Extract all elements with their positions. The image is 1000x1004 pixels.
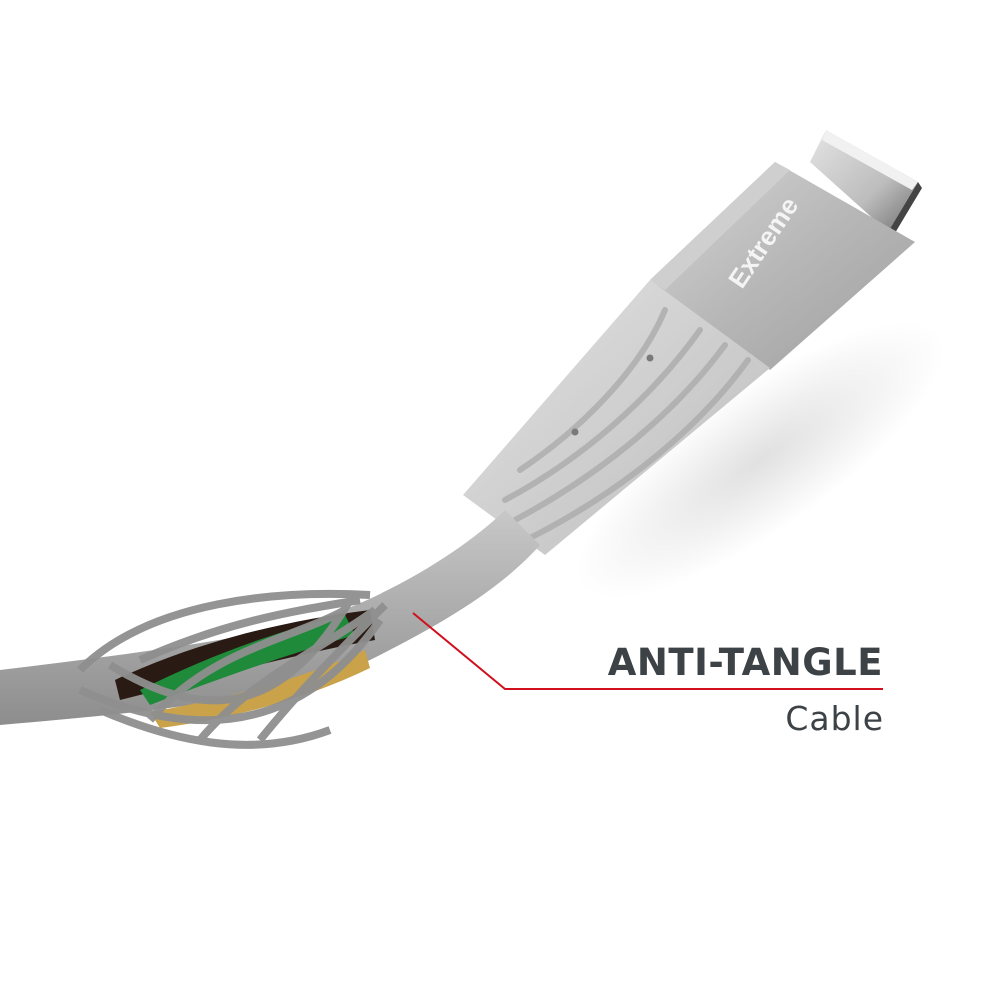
usb-c-connector-icon	[810, 130, 922, 238]
callout-line	[412, 612, 883, 690]
connector-housing: Extreme	[650, 162, 915, 370]
feature-subtitle: Cable	[785, 699, 884, 738]
mesh-sleeve	[77, 589, 388, 749]
feature-title: ANTI-TANGLE	[607, 641, 883, 684]
strain-relief	[463, 280, 770, 555]
